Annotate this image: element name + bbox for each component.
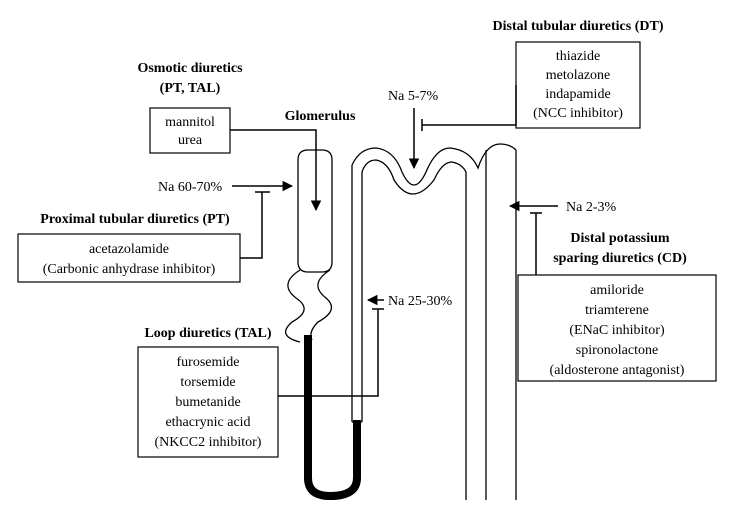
cd-title-line1: Distal potassium — [570, 231, 670, 246]
glomerulus-label: Glomerulus — [285, 109, 356, 124]
osmotic-drug: urea — [178, 133, 203, 148]
distal-tubular-title: Distal tubular diuretics (DT) — [493, 19, 664, 34]
distal-tubular-drug: indapamide — [545, 87, 610, 102]
distal-tubular-drug: thiazide — [556, 49, 600, 64]
cd-drug: amiloride — [590, 283, 644, 298]
loop-drug: ethacrynic acid — [165, 415, 250, 430]
proximal-tubule — [297, 149, 333, 273]
loop-drug: torsemide — [180, 375, 235, 390]
loop-inhibitor-line — [278, 309, 379, 397]
proximal-drug: acetazolamide — [89, 242, 169, 257]
na-pt-label: Na 60-70% — [158, 180, 222, 195]
cd-drug-box — [517, 274, 717, 382]
connecting-segment — [284, 269, 305, 343]
osmotic-title-line2: (PT, TAL) — [160, 81, 221, 96]
proximal-drug-box — [17, 233, 241, 283]
distal-tubular-drug-box — [515, 41, 641, 129]
cd-drug: (aldosterone antagonist) — [550, 363, 685, 378]
na-dt-label: Na 5-7% — [388, 89, 438, 104]
distal-tubular-drug: metolazone — [546, 68, 611, 83]
nephron-tubule — [284, 143, 517, 501]
distal-tubular-drug: (NCC inhibitor) — [533, 106, 623, 121]
distal-tubule-outer — [351, 143, 517, 186]
osmotic-arrow — [230, 129, 322, 212]
proximal-drug: (Carbonic anhydrase inhibitor) — [43, 262, 216, 277]
distal-tubule-inner — [361, 159, 467, 500]
loop-drug: furosemide — [177, 355, 240, 370]
cd-title-line2: sparing diuretics (CD) — [553, 251, 687, 266]
na-tal-label: Na 25-30% — [388, 294, 452, 309]
connecting-segment-inner — [310, 269, 333, 341]
proximal-inhibitor-line — [240, 192, 263, 259]
cd-drug: (ENaC inhibitor) — [569, 323, 665, 338]
cd-drug: spironolactone — [576, 343, 658, 358]
osmotic-drug: mannitol — [165, 115, 215, 130]
proximal-title: Proximal tubular diuretics (PT) — [40, 212, 230, 227]
cd-drug: triamterene — [585, 303, 649, 318]
osmotic-drug-box — [149, 107, 231, 154]
loop-drug-box — [137, 346, 279, 458]
loop-title: Loop diuretics (TAL) — [144, 326, 271, 341]
osmotic-title-line1: Osmotic diuretics — [137, 61, 243, 76]
loop-of-henle — [304, 335, 361, 501]
na-cd-label: Na 2-3% — [566, 200, 616, 215]
loop-drug: bumetanide — [175, 395, 240, 410]
distal-tubular-inhibitor-line — [422, 85, 517, 126]
loop-drug: (NKCC2 inhibitor) — [155, 435, 262, 450]
